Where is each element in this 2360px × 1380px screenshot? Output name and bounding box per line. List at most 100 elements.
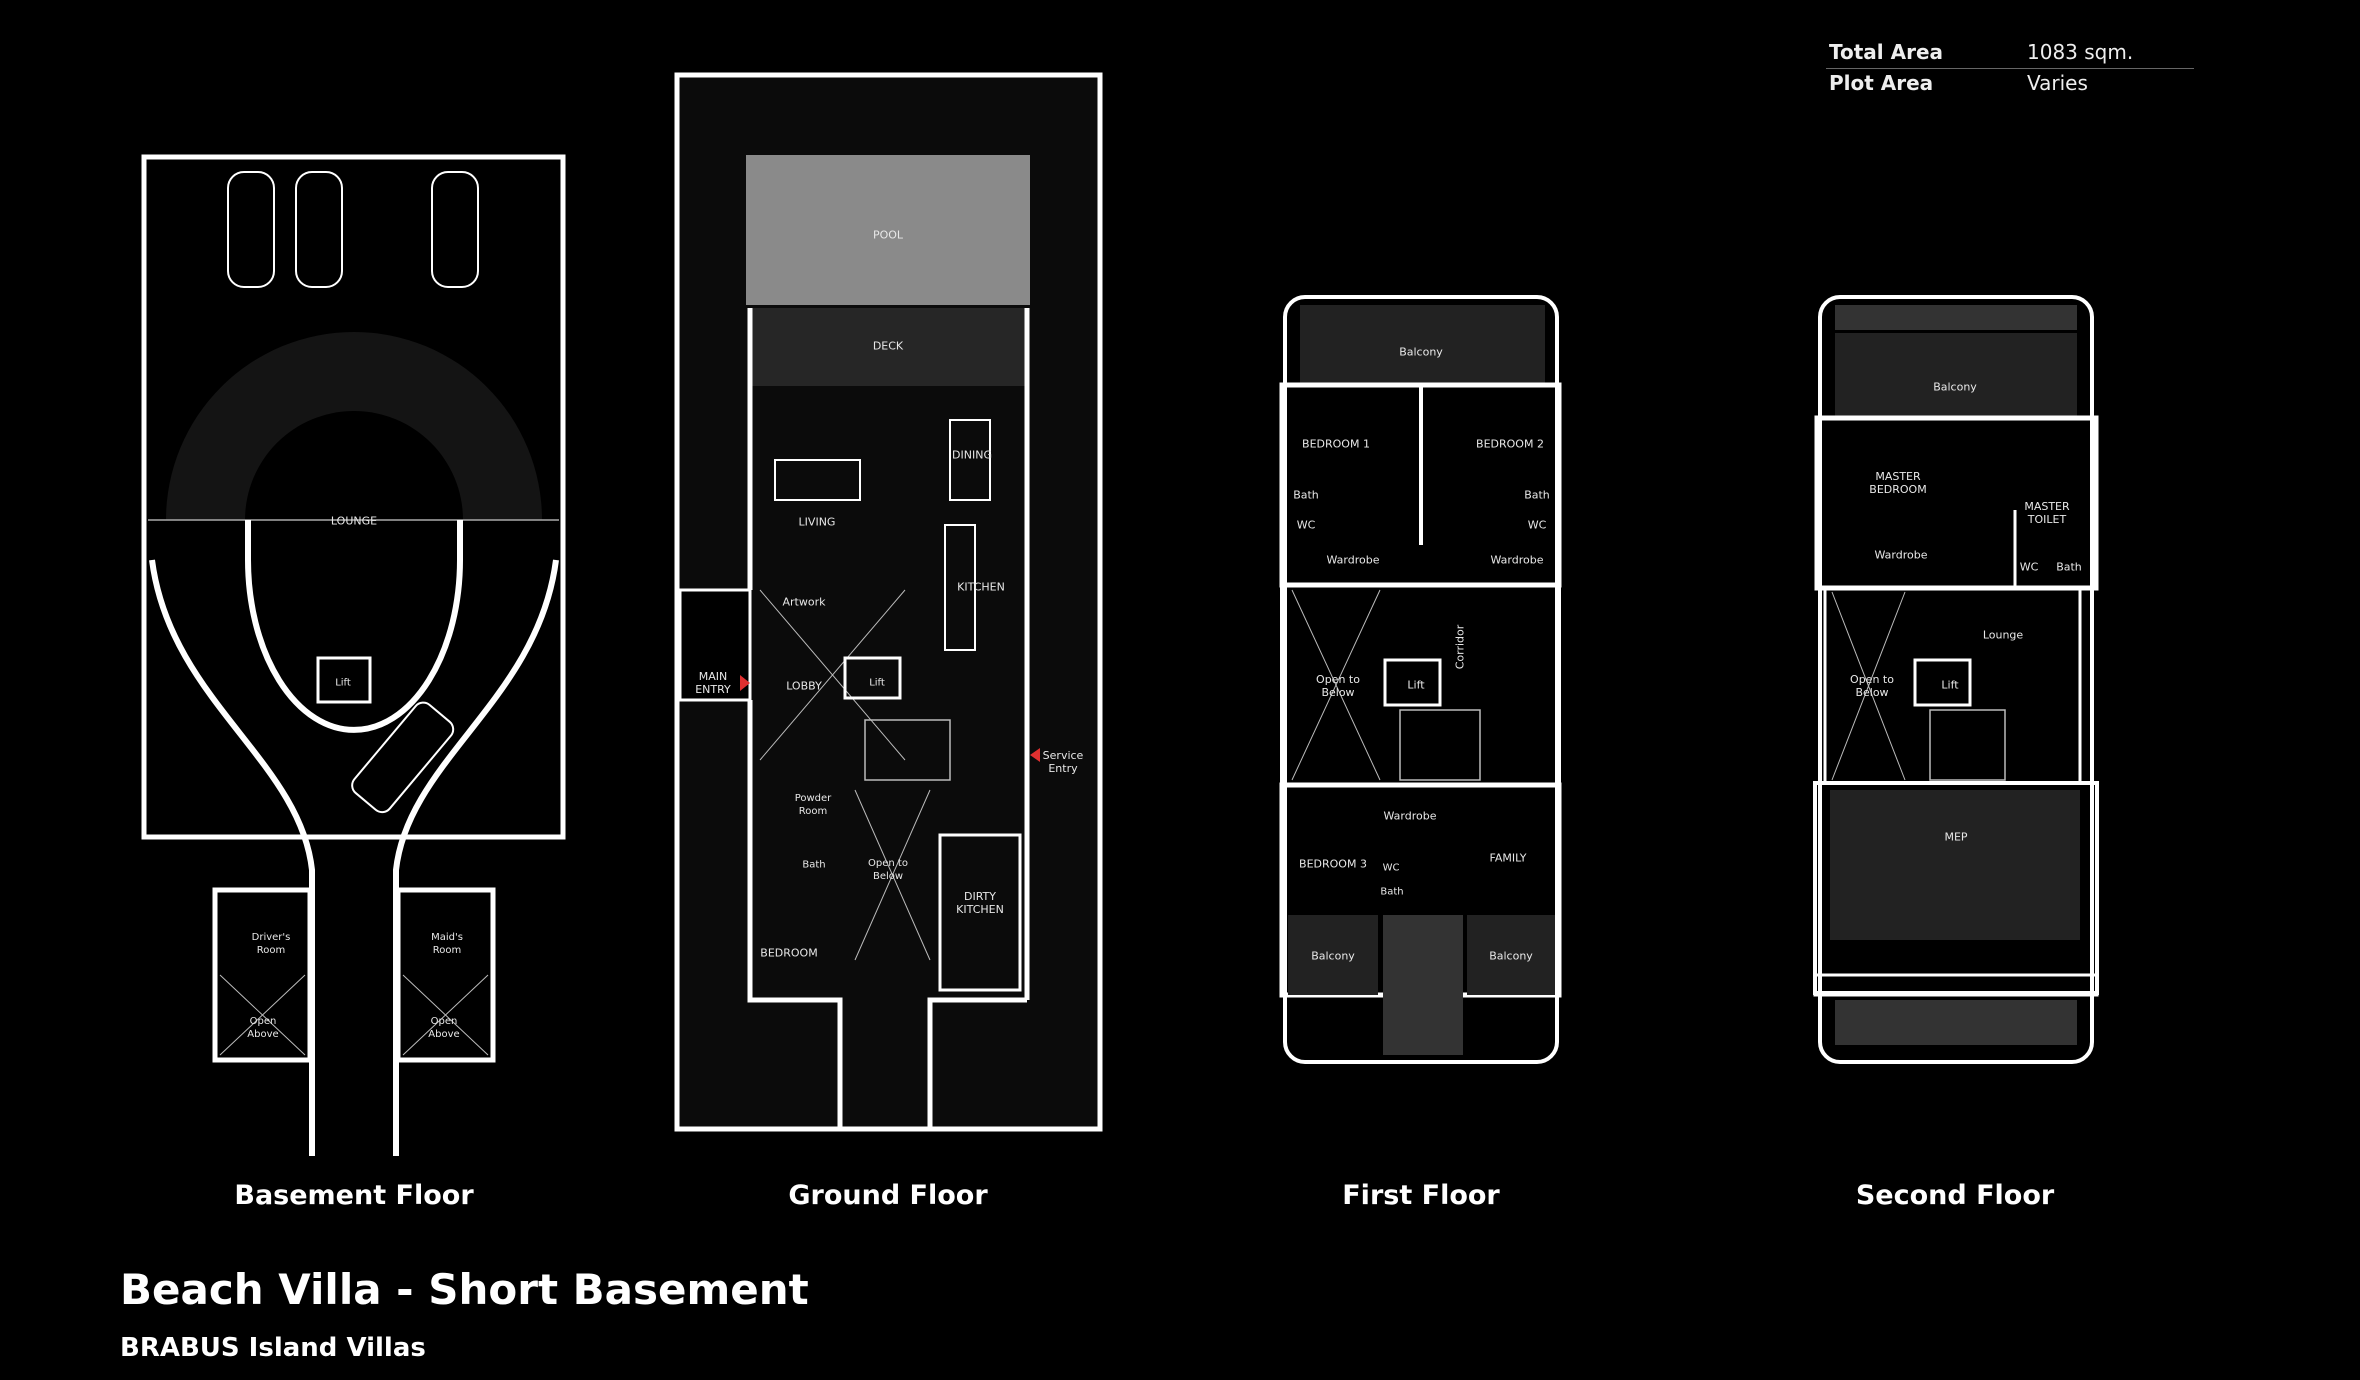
- pool-area: [746, 155, 1030, 305]
- room-label-lift: Lift: [869, 677, 885, 689]
- basement-outline: [141, 154, 566, 840]
- room-label-mep: MEP: [1944, 830, 1968, 844]
- room-label-lift: Lift: [335, 677, 351, 689]
- room-label-wc: WC: [1296, 518, 1316, 532]
- plot-area-label: Plot Area: [1829, 71, 1934, 95]
- room-label-maids-room: Maid's Room: [431, 932, 463, 956]
- room-label-bath: Bath: [1524, 488, 1550, 502]
- floor-label-basement: Basement Floor: [234, 1180, 474, 1211]
- maids-room-block: [395, 887, 496, 1063]
- stairs: [1399, 709, 1481, 781]
- living-sofa: [774, 459, 861, 501]
- stairs: [864, 719, 951, 781]
- car-icon: [351, 701, 455, 814]
- room-label-bedroom: BEDROOM: [760, 946, 818, 960]
- total-area-value: 1083 sqm.: [2027, 40, 2134, 64]
- drivers-room-block: [212, 887, 313, 1063]
- room-label-master-toilet: MASTER TOILET: [2024, 500, 2070, 526]
- room-label-bath: Bath: [1380, 886, 1404, 898]
- balcony-area: [1300, 305, 1545, 385]
- room-label-lounge: Lounge: [1982, 628, 2024, 642]
- balcony-area: [1467, 915, 1555, 995]
- room-label-wc: WC: [1527, 518, 1547, 532]
- plot-area-value: Varies: [2027, 71, 2088, 95]
- room-label-bedroom-1: BEDROOM 1: [1302, 437, 1370, 451]
- car-icon: [295, 171, 343, 288]
- room-label-family: FAMILY: [1489, 851, 1527, 865]
- second-plan: [1813, 295, 2099, 1064]
- room-label-master-bedroom: MASTER BEDROOM: [1869, 470, 1927, 496]
- ramp-wall-right: [393, 559, 559, 1156]
- room-label-kitchen: KITCHEN: [957, 580, 1005, 594]
- room-label-bath: Bath: [2056, 560, 2082, 574]
- room-label-bedroom-3: BEDROOM 3: [1299, 857, 1367, 871]
- room-label-wardrobe: Wardrobe: [1383, 809, 1437, 823]
- car-icon: [227, 171, 275, 288]
- second-outline: [1818, 295, 2094, 1064]
- lift-box: [843, 656, 902, 700]
- lift-box: [1913, 658, 1972, 707]
- room-label-lift: Lift: [1941, 678, 1959, 692]
- room-label-bedroom-2: BEDROOM 2: [1476, 437, 1544, 451]
- room-label-main-entry: MAIN ENTRY: [695, 670, 731, 696]
- room-label-open-to-below: Open to Below: [868, 858, 908, 882]
- room-label-wc: WC: [1382, 862, 1400, 874]
- balcony-area: [1288, 915, 1378, 995]
- basement-plan: [141, 154, 566, 1156]
- room-label-pool: POOL: [872, 228, 904, 242]
- room-label-dining: DINING: [952, 448, 992, 462]
- kitchen-island: [944, 524, 976, 651]
- main-entry-marker-icon: [740, 675, 750, 691]
- room-label-lobby: LOBBY: [786, 679, 822, 693]
- mep-area: [1830, 790, 2080, 940]
- room-label-bath: Bath: [802, 859, 826, 871]
- floor-label-ground: Ground Floor: [788, 1180, 988, 1211]
- stairs: [1929, 709, 2006, 781]
- lounge-curved-wall: [245, 520, 463, 733]
- room-label-open-to-below: Open to Below: [1850, 673, 1894, 699]
- page-title: Beach Villa - Short Basement: [120, 1265, 809, 1314]
- room-label-balcony: Balcony: [1933, 380, 1977, 394]
- lift-box: [1383, 658, 1442, 707]
- room-label-dirty-kitchen: DIRTY KITCHEN: [956, 890, 1004, 916]
- service-entry-marker-icon: [1030, 748, 1040, 762]
- ground-plan: [674, 72, 1103, 1132]
- page-subtitle: BRABUS Island Villas: [120, 1333, 426, 1363]
- room-label-powder-room: Powder Room: [794, 793, 832, 817]
- room-label-drivers-room: Driver's Room: [251, 932, 291, 956]
- room-label-wc: WC: [2019, 560, 2039, 574]
- dirty-kitchen-block: [938, 833, 1022, 992]
- room-label-balcony: Balcony: [1489, 949, 1533, 963]
- room-label-open-to-below: Open to Below: [1316, 673, 1360, 699]
- room-label-lift: Lift: [1407, 678, 1425, 692]
- car-icon: [431, 171, 479, 288]
- room-label-lounge: LOUNGE: [330, 514, 378, 528]
- room-label-wardrobe: Wardrobe: [1326, 553, 1380, 567]
- room-label-open-above: Open Above: [428, 1016, 460, 1040]
- balcony-area: [1835, 333, 2077, 418]
- room-label-wardrobe: Wardrobe: [1490, 553, 1544, 567]
- total-area-label: Total Area: [1829, 40, 1944, 64]
- main-entry-block: [678, 588, 752, 702]
- room-label-bath: Bath: [1293, 488, 1319, 502]
- room-label-open-above: Open Above: [247, 1016, 279, 1040]
- room-label-corridor: Corridor: [1453, 624, 1467, 670]
- dining-table: [949, 419, 991, 501]
- room-label-service-entry: Service Entry: [1042, 749, 1084, 775]
- room-label-living: LIVING: [798, 515, 836, 529]
- floor-label-first: First Floor: [1342, 1180, 1500, 1211]
- ramp-wall-left: [149, 559, 315, 1156]
- lift-box: [316, 656, 372, 704]
- first-plan: [1279, 295, 1562, 1064]
- room-label-artwork: Artwork: [782, 595, 826, 609]
- floor-label-second: Second Floor: [1855, 1180, 2055, 1211]
- parked-cars: [227, 171, 479, 814]
- deck-area: [750, 308, 1027, 386]
- room-label-wardrobe: Wardrobe: [1874, 548, 1928, 562]
- room-label-deck: DECK: [872, 339, 904, 353]
- room-label-balcony: Balcony: [1311, 949, 1355, 963]
- room-label-balcony: Balcony: [1399, 345, 1443, 359]
- info-divider: [1826, 68, 2194, 69]
